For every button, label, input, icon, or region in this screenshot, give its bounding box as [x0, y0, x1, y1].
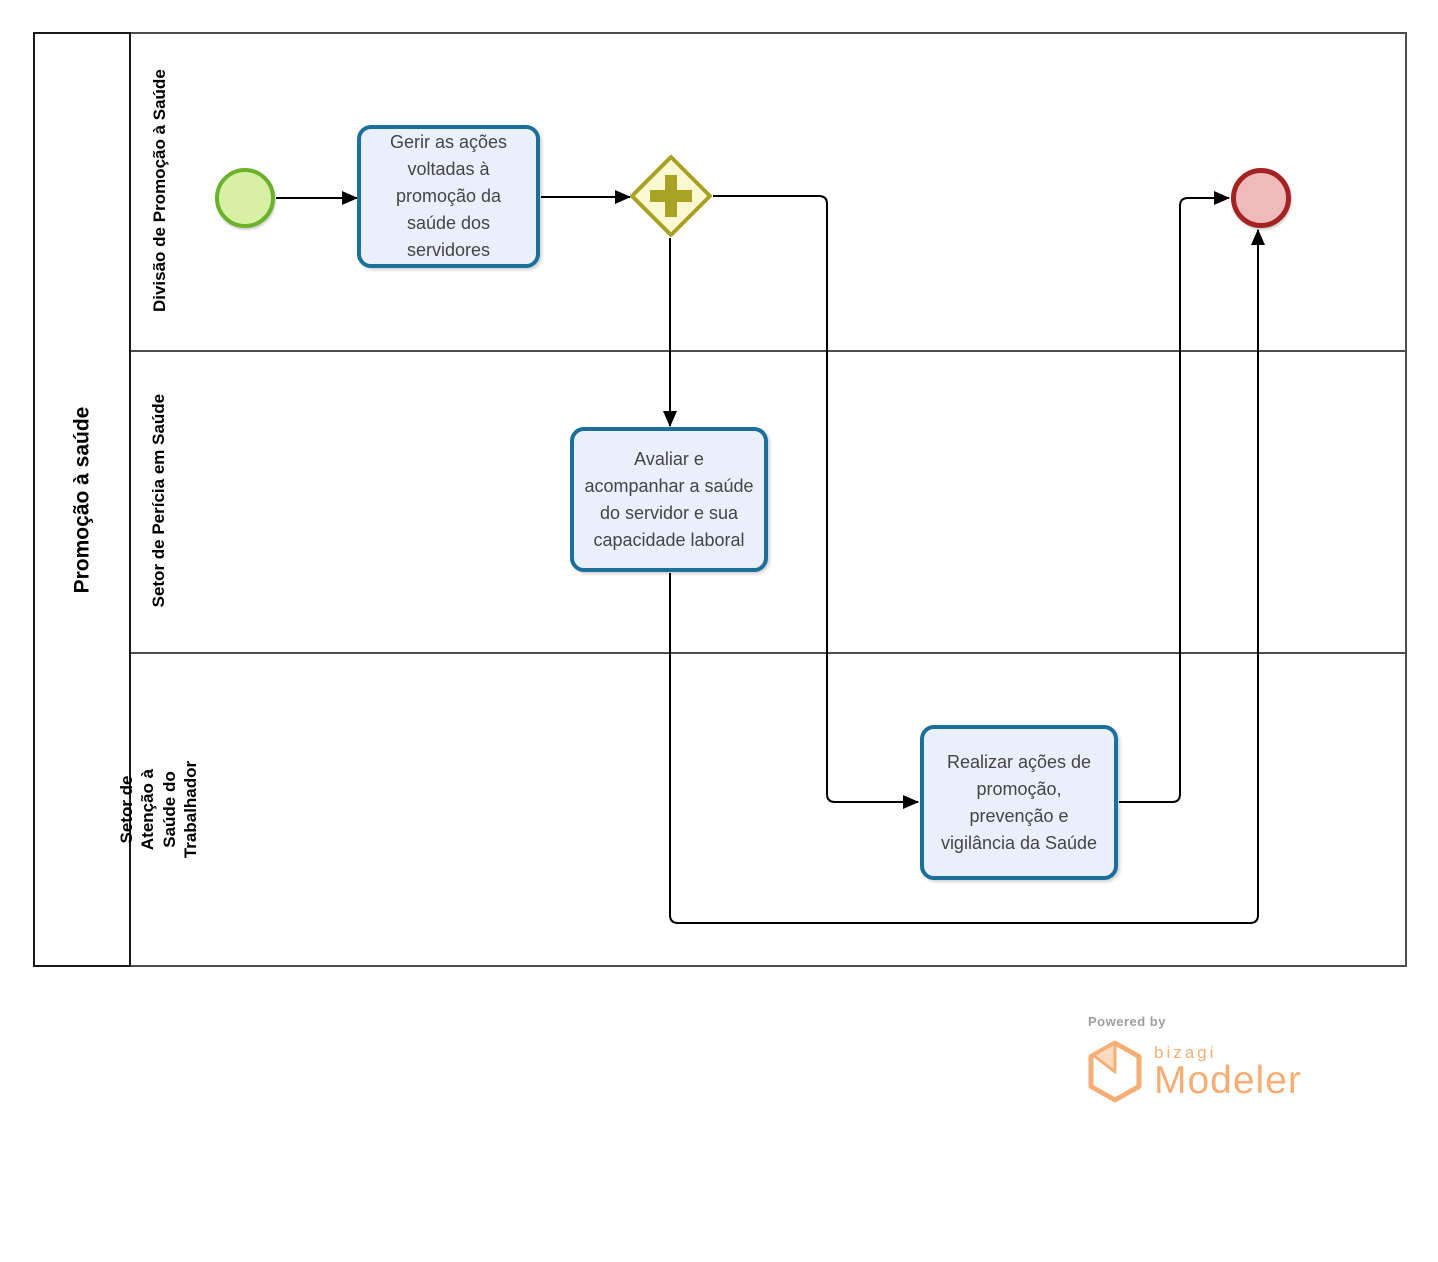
bizagi-wordmark: bizagi [1154, 1043, 1217, 1062]
start-event[interactable] [215, 168, 275, 228]
end-event[interactable] [1231, 168, 1291, 228]
task-avaliar-label: Avaliar e acompanhar a saúde do servidor… [584, 448, 754, 550]
plus-icon [650, 175, 692, 217]
lane-divisao-promocao-saude: Divisão de Promoção à Saúde [131, 32, 187, 350]
powered-by-text: Powered by [1088, 1014, 1166, 1029]
lane-divider-2 [131, 652, 1407, 654]
parallel-gateway[interactable] [629, 154, 713, 238]
lane-label-1: Divisão de Promoção à Saúde [149, 69, 169, 313]
bizagi-logo-icon [1086, 1040, 1144, 1109]
lane-label-3: Setor de Atenção à Saúde do Trabalhador [117, 760, 201, 859]
task-avaliar-acompanhar[interactable]: Avaliar e acompanhar a saúde do servidor… [570, 427, 768, 572]
brand-text-block: bizagi Modeler [1154, 1044, 1302, 1102]
task-gerir-label: Gerir as ações voltadas à promoção da sa… [389, 132, 508, 260]
lane-divider-1 [131, 350, 1407, 352]
task-gerir-acoes[interactable]: Gerir as ações voltadas à promoção da sa… [357, 125, 540, 268]
lane-label-2: Setor de Perícia em Saúde [149, 394, 169, 608]
modeler-wordmark: Modeler [1154, 1059, 1302, 1102]
lane-setor-pericia-saude: Setor de Perícia em Saúde [131, 350, 187, 652]
task-realizar-label: Realizar ações de promoção, prevenção e … [940, 751, 1098, 853]
lane-setor-atencao-saude: Setor de Atenção à Saúde do Trabalhador [118, 652, 201, 967]
pool-label-column: Promoção à saúde [33, 32, 131, 967]
pool-title: Promoção à saúde [70, 406, 94, 593]
task-realizar-acoes[interactable]: Realizar ações de promoção, prevenção e … [920, 725, 1118, 880]
